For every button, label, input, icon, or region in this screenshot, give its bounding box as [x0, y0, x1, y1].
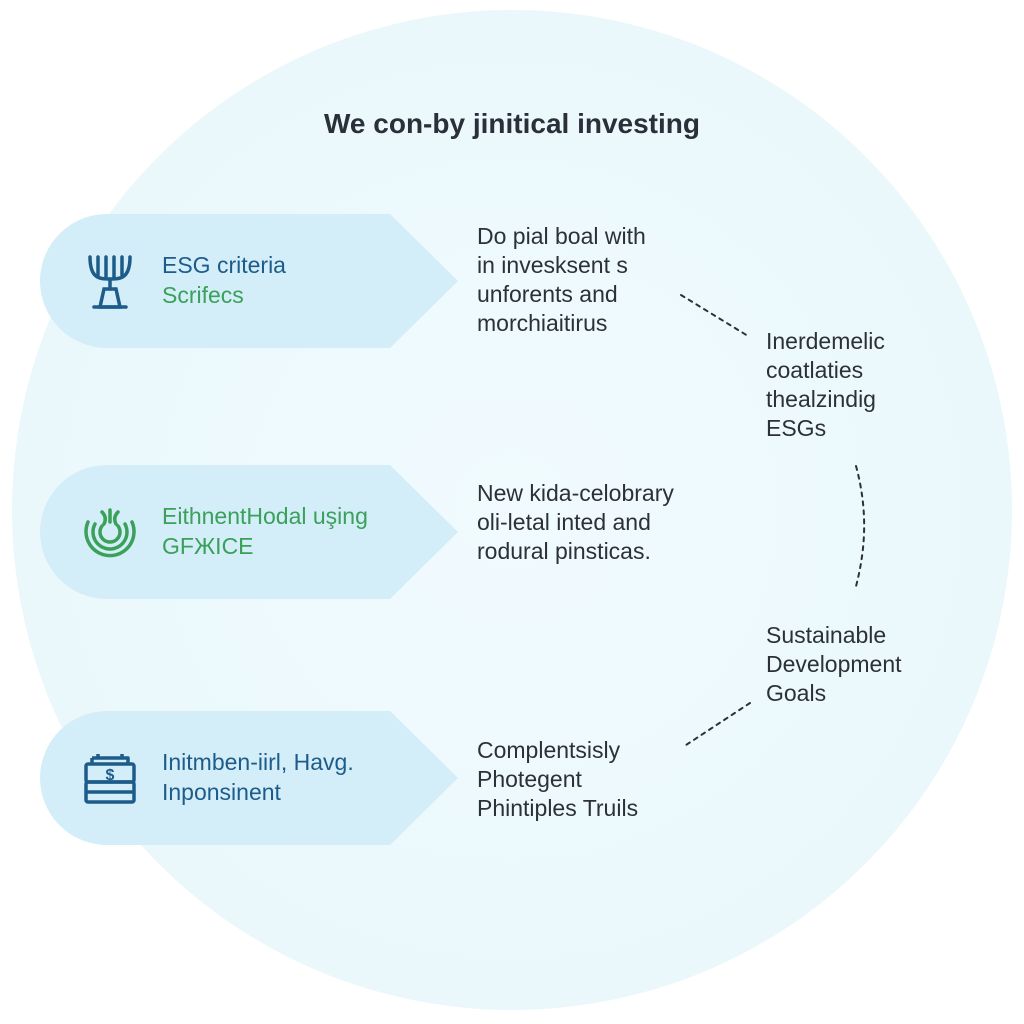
pill-label-line2: Inponsinent	[162, 779, 281, 805]
side-text-esgs: Inerdemelic coatlaties thealzindig ESGs	[766, 327, 885, 443]
side-line: coatlaties	[766, 357, 864, 383]
pill-shape	[40, 711, 458, 845]
side-line: ESGs	[766, 415, 827, 441]
pill-label-line1: Initmben-iirl, Havg.	[162, 749, 354, 775]
description-line: Photegent	[477, 766, 582, 792]
description-line: morchiaitirus	[477, 310, 608, 336]
description-line: Phintiples Truils	[477, 795, 639, 821]
description-2: New kida-celobrary oli-letal inted and r…	[477, 479, 674, 566]
dollar-building-icon: $	[78, 746, 142, 810]
description-line: Do pial boal with	[477, 223, 646, 249]
pill-label: Initmben-iirl, Havg. Inponsinent	[162, 747, 354, 807]
pill-label: EithnentHodal uşing GFЖICE	[162, 501, 368, 561]
description-line: unforents and	[477, 281, 618, 307]
diagram-title: We con-by jinitical investing	[324, 108, 700, 139]
description-line: Complentsisly	[477, 737, 621, 763]
pill-impact: EithnentHodal uşing GFЖICE	[40, 465, 460, 599]
description-1: Do pial boal with in invesksent s unfore…	[477, 222, 646, 338]
side-line: Development	[766, 651, 902, 677]
svg-text:$: $	[106, 767, 115, 784]
pill-label-line1: EithnentHodal uşing	[162, 503, 368, 529]
pill-label-line2: Scrifecs	[162, 282, 244, 308]
side-line: Inerdemelic	[766, 328, 885, 354]
pill-esg-criteria: ESG criteria Scrifecs	[40, 214, 460, 348]
esg-pillars-icon	[78, 249, 142, 313]
pill-shape	[40, 214, 458, 348]
pill-shape	[40, 465, 458, 599]
description-line: rodural pinsticas.	[477, 538, 651, 564]
side-line: Sustainable	[766, 622, 887, 648]
connector-bottom	[682, 702, 751, 748]
side-text-sdg: Sustainable Development Goals	[766, 621, 902, 708]
description-3: Complentsisly Photegent Phintiples Truil…	[477, 736, 638, 823]
description-line: oli-letal inted and	[477, 509, 651, 535]
description-line: in invesksent s	[477, 252, 628, 278]
side-line: thealzindig	[766, 386, 876, 412]
side-line: Goals	[766, 680, 827, 706]
pill-label-line2: GFЖICE	[162, 533, 254, 559]
pill-label: ESG criteria Scrifecs	[162, 250, 286, 310]
description-line: New kida-celobrary	[477, 480, 674, 506]
impact-waves-icon	[78, 500, 142, 564]
pill-investment: $ Initmben-iirl, Havg. Inponsinent	[40, 711, 460, 845]
pill-label-line1: ESG criteria	[162, 252, 286, 278]
connector-top	[680, 294, 749, 337]
connector-middle	[854, 465, 866, 591]
